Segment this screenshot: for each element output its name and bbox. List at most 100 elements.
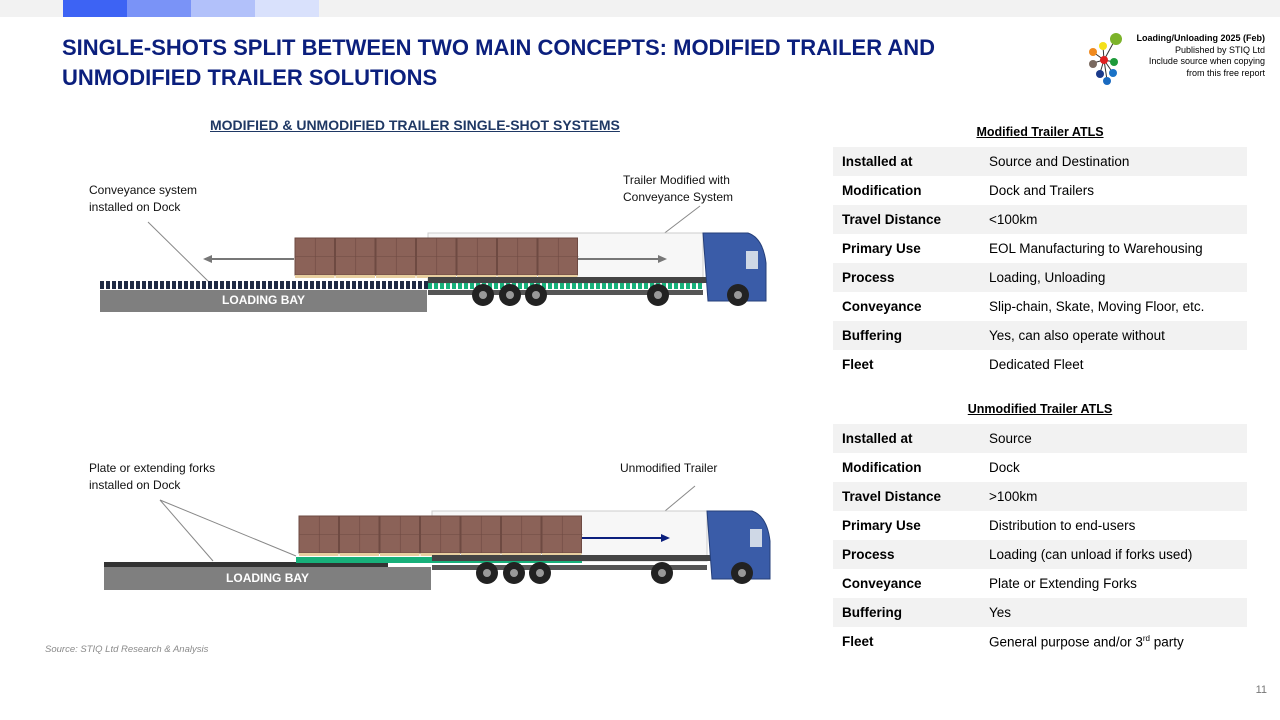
loading-bay-label: LOADING BAY <box>222 293 305 307</box>
figure-title: MODIFIED & UNMODIFIED TRAILER SINGLE-SHO… <box>210 117 620 133</box>
value-text: Dock and Trailers <box>989 183 1095 198</box>
page-number: 11 <box>1255 684 1267 696</box>
value-text: >100km <box>989 489 1038 504</box>
row-label: Travel Distance <box>842 489 942 504</box>
top-accent-bar <box>0 0 1280 17</box>
modified-trailer-scene <box>100 205 767 312</box>
unmodified-trailer-note: Unmodified Trailer <box>620 461 718 475</box>
note-line: installed on Dock <box>89 478 181 492</box>
value-text: Yes <box>989 605 1012 620</box>
copy-note: from this free report <box>1186 67 1265 78</box>
value-text: Source <box>989 431 1032 446</box>
note-line: Trailer Modified with <box>623 173 730 187</box>
row-label: Primary Use <box>842 518 921 533</box>
row-value: Dedicated Fleet <box>989 357 1247 372</box>
value-text: Dock <box>989 460 1020 475</box>
accent-segment <box>127 0 191 17</box>
truck-icon <box>432 510 771 584</box>
row-value: Yes, can also operate without <box>989 328 1247 343</box>
superscript: rd <box>1142 633 1150 643</box>
row-value: General purpose and/or 3rd party <box>989 634 1247 650</box>
dock-plate <box>104 562 388 567</box>
dock-forks-note: Plate or extending forks installed on Do… <box>89 460 215 494</box>
callout-line <box>664 485 696 512</box>
row-label: Conveyance <box>842 299 922 314</box>
row-label: Process <box>842 547 895 562</box>
row-label: Installed at <box>842 154 913 169</box>
source-note: Source: STIQ Ltd Research & Analysis <box>45 644 209 655</box>
unmodified-table-title: Unmodified Trailer ATLS <box>967 402 1113 416</box>
truck-icon <box>428 232 767 306</box>
callout-line <box>147 221 211 284</box>
loading-bay-label: LOADING BAY <box>226 571 309 585</box>
unmodified-trailer-scene <box>104 485 771 590</box>
table-row: Process Loading, Unloading <box>833 263 1247 292</box>
row-label: Modification <box>842 183 922 198</box>
callout-line <box>159 499 214 562</box>
row-value: Distribution to end-users <box>989 518 1247 533</box>
value-text: Yes, can also operate without <box>989 328 1165 343</box>
row-value: Source and Destination <box>989 154 1247 169</box>
row-value: Loading (can unload if forks used) <box>989 547 1247 562</box>
accent-segment <box>255 0 319 17</box>
row-value: Yes <box>989 605 1247 620</box>
row-label: Travel Distance <box>842 212 942 227</box>
accent-segment <box>63 0 127 17</box>
note-line: Plate or extending forks <box>89 461 216 475</box>
row-value: Plate or Extending Forks <box>989 576 1247 591</box>
loading-bay-block <box>104 567 431 590</box>
value-text: Dedicated Fleet <box>989 357 1084 372</box>
value-text: party <box>1149 634 1184 650</box>
pallets <box>294 237 579 278</box>
dock-conveyance-note: Conveyance system installed on Dock <box>89 182 197 216</box>
table-row: Buffering Yes <box>833 598 1247 627</box>
publisher-line: Published by STIQ Ltd <box>1174 44 1265 55</box>
value-text: Plate or Extending Forks <box>989 576 1137 591</box>
modified-table-title: Modified Trailer ATLS <box>976 125 1104 139</box>
copy-note: Include source when copying <box>1148 56 1265 66</box>
row-label: Process <box>842 270 895 285</box>
row-label: Installed at <box>842 431 913 446</box>
row-label: Buffering <box>842 605 902 620</box>
value-text: <100km <box>989 212 1038 227</box>
loading-bay-block <box>100 290 427 312</box>
page-title: SINGLE-SHOTS SPLIT BETWEEN TWO MAIN CONC… <box>62 35 936 90</box>
pallets <box>298 515 583 556</box>
value-text: Slip-chain, Skate, Moving Floor, etc. <box>989 299 1205 314</box>
value-text: Distribution to end-users <box>989 518 1136 533</box>
stiq-logo-icon <box>1089 33 1122 85</box>
row-value: Slip-chain, Skate, Moving Floor, etc. <box>989 299 1247 314</box>
publisher-note: Loading/Unloading 2025 (Feb) Published b… <box>1136 33 1265 79</box>
row-value: Loading, Unloading <box>989 270 1247 285</box>
value-text: EOL Manufacturing to Warehousing <box>989 241 1203 256</box>
value-text: General purpose and/or 3 <box>989 634 1143 650</box>
note-line: installed on Dock <box>89 200 181 214</box>
row-value: >100km <box>989 489 1247 504</box>
row-label: Modification <box>842 460 922 475</box>
accent-segment <box>191 0 255 17</box>
row-value: Dock <box>989 460 1247 475</box>
note-line: Conveyance System <box>623 190 734 204</box>
table-row: Travel Distance >100km <box>833 482 1247 511</box>
report-title: Loading/Unloading 2025 (Feb) <box>1136 33 1265 43</box>
row-value: Dock and Trailers <box>989 183 1247 198</box>
table-row: Travel Distance <100km <box>833 205 1247 234</box>
trailer-modified-note: Trailer Modified with Conveyance System <box>623 172 733 206</box>
note-line: Conveyance system <box>89 183 198 197</box>
callout-line <box>159 499 297 557</box>
table-row: Modification Dock and Trailers <box>833 176 1247 205</box>
dock-conveyor <box>100 281 428 289</box>
value-text: Loading, Unloading <box>989 270 1106 285</box>
loading-illustrations <box>100 205 771 590</box>
row-value: EOL Manufacturing to Warehousing <box>989 241 1247 256</box>
table-row: Process Loading (can unload if forks used… <box>833 540 1247 569</box>
value-text: Source and Destination <box>989 154 1130 169</box>
row-value: <100km <box>989 212 1247 227</box>
